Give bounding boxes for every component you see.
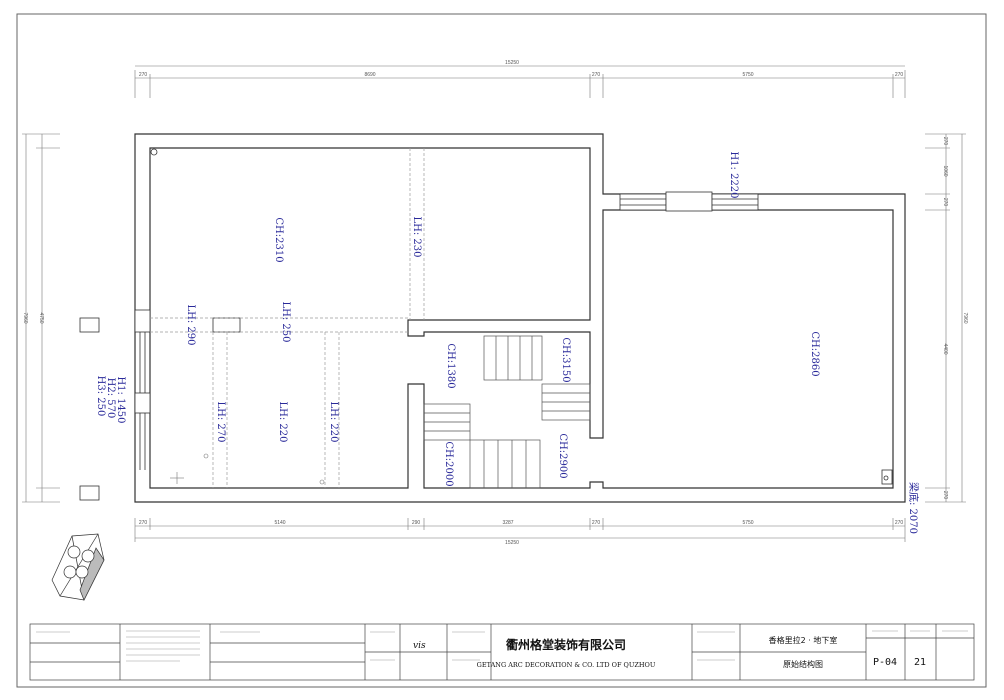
window-height-left-2: H2: 570 [105,378,116,419]
beam-lh-230: LH: 230 [411,217,422,258]
company-name-cn: 衢州格堂装饰有限公司 [506,637,626,652]
left-mid-dim: 4750 [38,312,44,323]
beam-lh-270: LH: 270 [215,402,226,443]
beam-lh-220-b: LH: 220 [328,402,339,443]
top-dim-1: 270 [139,72,148,78]
stair-ch-1380: CH:1380 [445,343,456,388]
right-dim-3: 270 [942,198,948,207]
fixture-marks [170,453,325,485]
top-total-dim: 15250 [505,60,519,66]
left-total-dim: 7960 [22,312,28,323]
sheet-number: 21 [914,657,926,668]
top-dimension [134,65,906,98]
stair-ch-2900: CH:2900 [557,433,568,478]
top-dim-3: 270 [592,72,601,78]
right-dimension [925,133,966,503]
right-total-dim: 7960 [962,312,968,323]
right-dim-2: 1060 [942,165,948,176]
bottom-total-dim: 15250 [505,540,519,546]
beam-lh-220-a: LH: 220 [277,402,288,443]
drawing-title: 原始结构图 [783,659,823,669]
floor-note: 梁底: 2070 [907,482,920,534]
room-ch-right: CH:2860 [809,331,820,376]
bottom-dim-3: 290 [412,520,421,526]
bottom-dim-7: 270 [895,520,904,526]
bottom-dim-2: 5140 [274,520,285,526]
bottom-dim-5: 270 [592,520,601,526]
right-dim-1: 270 [942,137,948,146]
beam-lh-250: LH: 250 [280,302,291,343]
window-top [619,191,759,212]
right-dim-4: 4400 [942,343,948,354]
columns [79,148,893,501]
left-dimension [22,133,60,503]
bottom-dim-6: 5750 [742,520,753,526]
top-dim-4: 5750 [742,72,753,78]
beam-lines [150,148,425,488]
window-height-top: H1: 2220 [728,151,739,198]
right-dim-5: 270 [942,491,948,500]
walls [134,133,906,503]
bottom-dim-1: 270 [139,520,148,526]
top-dim-5: 270 [895,72,904,78]
bottom-dimension [134,518,906,542]
company-name-en: GETANG ARC DECORATION & CO. LTD OF QUZHO… [477,661,656,669]
project-name: 香格里拉2 · 地下室 [769,635,838,645]
stair-ch-3150: CH:3150 [560,337,571,382]
stair-ch-2000: CH:2000 [443,441,454,486]
title-block-filler [36,630,968,662]
title-block [29,623,975,681]
window-height-left-3: H3: 250 [95,376,106,417]
sheet-border [16,13,987,688]
window-height-left-1: H1: 1450 [115,376,126,423]
stairs [423,335,591,489]
beam-lh-290: LH: 290 [185,305,196,346]
window-left [134,309,151,470]
top-dim-2: 8690 [364,72,375,78]
room-ch-left: CH:2310 [273,217,284,262]
designer-signature: vis [413,641,426,651]
logo-mark [51,533,105,601]
bottom-dim-4: 3287 [502,520,513,526]
sheet-code: P-04 [873,657,897,668]
